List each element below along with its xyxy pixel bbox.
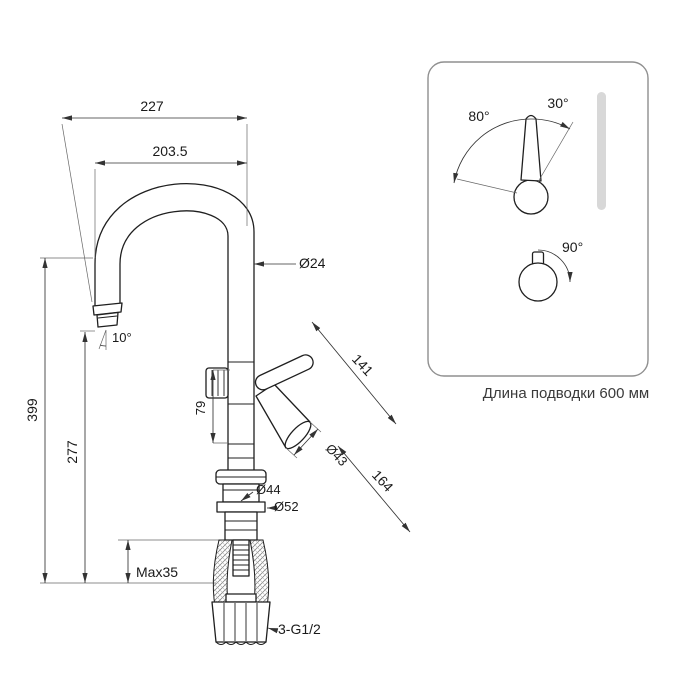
swivel-right-ref-line: [537, 121, 574, 183]
dim-227: 227: [61, 98, 248, 303]
arc-30: [530, 118, 571, 130]
lever-handle: [254, 354, 314, 450]
dim-label-d52: Ø52: [274, 499, 299, 514]
angle-label-90: 90°: [562, 239, 583, 255]
arc-80: [453, 118, 532, 184]
spout-tip: [92, 302, 123, 316]
base-washer: [216, 501, 266, 513]
dim-label-399: 399: [24, 398, 40, 422]
dim-141: 141: [311, 321, 397, 425]
dim-label-164: 164: [369, 467, 397, 495]
dim-277: 277: [64, 330, 95, 583]
aerator-line: [97, 315, 118, 319]
angle-label-80: 80°: [468, 108, 489, 124]
base-lower: [224, 511, 258, 541]
spout-outer-edge: [94, 183, 255, 473]
dim-label-79: 79: [193, 401, 208, 415]
panel-gray-bar: [597, 92, 606, 210]
panel-border: [427, 61, 649, 377]
dim-164: 164: [337, 445, 411, 533]
dim-10deg: 10°: [98, 329, 132, 350]
swivel-left-ref-line: [456, 178, 518, 194]
handle-base-circle: [513, 179, 549, 215]
dim-label-203-5: 203.5: [152, 143, 187, 159]
dim-label-227: 227: [140, 98, 164, 114]
dim-label-thread: 3-G1/2: [278, 621, 321, 637]
handle-swivel-diagram: 30° 80°: [453, 95, 574, 215]
handle-paddle: [254, 354, 314, 391]
handle-lift-diagram: 90°: [518, 239, 583, 302]
handle-lever-shape: [520, 114, 542, 182]
faucet-body-details: [205, 354, 314, 459]
dim-label-10deg: 10°: [112, 330, 132, 345]
dim-label-277: 277: [64, 440, 80, 464]
dim-label-d44: Ø44: [256, 482, 281, 497]
aerator: [96, 311, 119, 328]
dim-max35: Max35: [125, 540, 178, 583]
hose-length-note: Длина подводки 600 мм: [483, 385, 649, 402]
rotation-info-panel: 30° 80° 90° Длина подводки 600 мм: [427, 61, 649, 402]
dim-203-5: 203.5: [94, 143, 247, 258]
arc-90: [537, 249, 573, 283]
dim-label-141: 141: [349, 351, 377, 379]
dim-d44: Ø44: [240, 482, 281, 502]
handle-front-circle: [518, 262, 558, 302]
faucet-base: [40, 469, 271, 645]
connection-nut: [211, 593, 271, 645]
dim-79: 79: [193, 369, 230, 444]
dim-thread: 3-G1/2: [267, 621, 321, 637]
spout-inner-edge: [119, 210, 229, 473]
side-knob: [205, 367, 229, 399]
dim-label-d24: Ø24: [299, 255, 326, 271]
dim-d52: Ø52: [267, 499, 299, 514]
angle-label-30: 30°: [547, 95, 568, 111]
threaded-stud: [232, 539, 250, 577]
dim-label-max35: Max35: [136, 564, 178, 580]
dim-399: 399: [24, 257, 93, 583]
dim-d24: Ø24: [254, 255, 326, 271]
faucet-outline: [92, 183, 255, 473]
base-cylinder: [222, 483, 260, 503]
dim-label-d43: Ø43: [323, 441, 351, 469]
